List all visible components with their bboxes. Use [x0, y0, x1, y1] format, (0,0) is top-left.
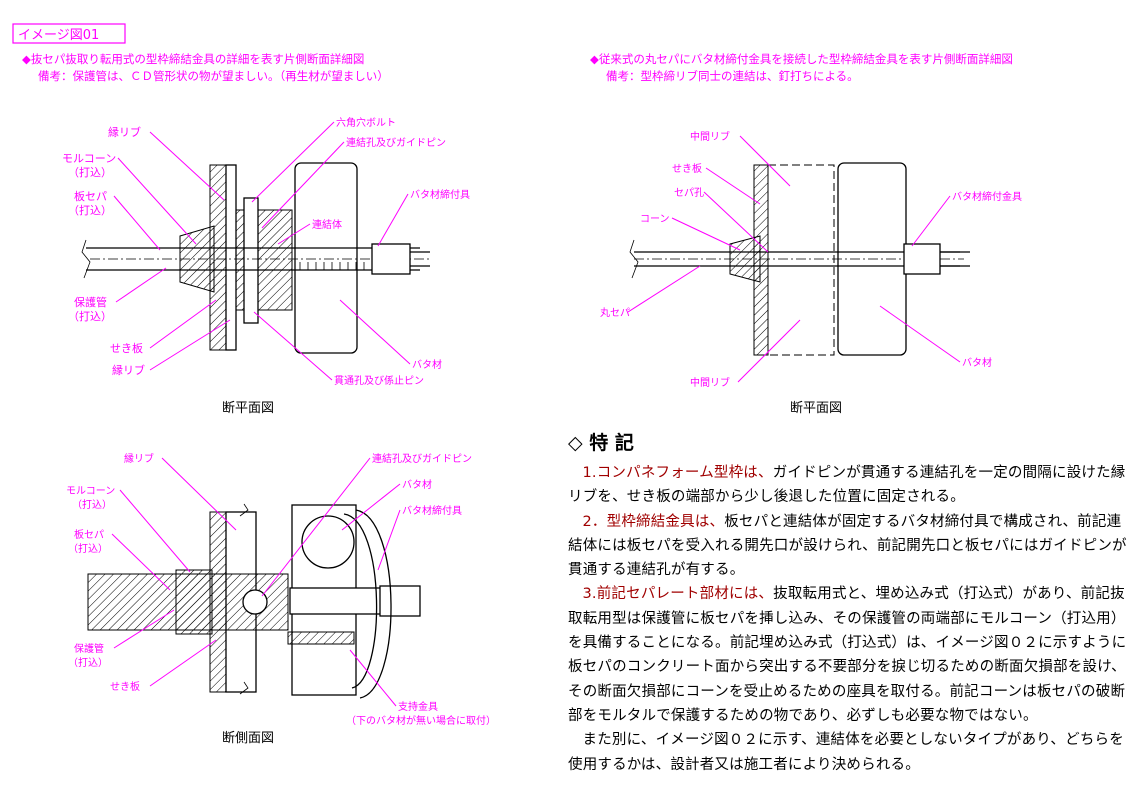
d3-label-plate-sep: 板セパ	[74, 528, 104, 541]
d2-label-mid-rib-bottom: 中間リブ	[690, 376, 730, 389]
d3-label-rib: 縁リブ	[124, 452, 154, 465]
d1-label-plate-sep-sub: （打込）	[68, 203, 112, 217]
d2-mid-rib	[767, 164, 835, 356]
d1-hex-bolt	[243, 197, 259, 324]
d3-label-bata-clamp: バタ材締付具	[402, 504, 462, 517]
feature-4: また別に、イメージ図０２に示す、連結体を必要としないタイプがあり、どちらを使用す…	[568, 728, 1130, 777]
d1-nut	[371, 243, 411, 275]
d3-bata-pipe-top	[301, 515, 355, 569]
d2-label-sep-hole: セパ孔	[674, 187, 704, 199]
d2-label-bata-clamp: バタ材締付金具	[952, 190, 1022, 203]
d3-label-mortar-cone: モルコーン	[66, 486, 115, 497]
d1-label-link-hole: 連結孔及びガイドピン	[346, 136, 446, 149]
d2-label-bata: バタ材	[962, 356, 992, 369]
right-panel-title: ◆従来式の丸セパにバタ材締付金具を接続した型枠締結金具を表す片側断面詳細図	[590, 52, 1013, 66]
d2-label-round-sep: 丸セパ	[600, 306, 630, 319]
d2-caption: 断平面図	[790, 401, 842, 416]
feature-1-heading: 1.コンパネフォーム型枠は、	[582, 465, 773, 481]
d3-label-support: 支持金具	[398, 700, 438, 713]
d3-support-bracket	[287, 631, 355, 645]
d1-label-through-hole: 貫通孔及び係止ピン	[334, 375, 424, 387]
d1-label-mortar-cone-sub: （打込）	[68, 165, 112, 179]
feature-2-heading: 2．型枠締結金具は、	[582, 513, 725, 530]
d2-label-mid-rib-top: 中間リブ	[690, 130, 730, 143]
feature-1-body: ガイドピンが貫通する連結孔を一定の間隔に設けた縁リブを、せき板の端部から少し後退…	[568, 465, 1126, 506]
feature-3: 3.前記セパレート部材には、抜取転用式と、埋め込み式（打込式）があり、前記抜取転…	[568, 582, 1130, 728]
d2-nut	[903, 243, 941, 275]
d1-label-rib-top: 縁リブ	[108, 125, 141, 139]
d3-label-plate-sep-sub: （打込）	[68, 542, 108, 555]
d1-caption: 断平面図	[222, 401, 274, 416]
d2-label-form-plate: せき板	[672, 162, 702, 175]
diagram1-plan-section: 縁リブ モルコーン （打込） 板セパ （打込） 保護管 （打込） せき板 縁リブ…	[62, 116, 470, 416]
d1-label-protect-tube-sub: （打込）	[68, 309, 112, 323]
d2-cone	[729, 235, 761, 283]
d1-label-bata: バタ材	[412, 358, 442, 371]
d1-label-connector: 連結体	[312, 218, 342, 231]
header-label-box	[12, 23, 126, 44]
diagram3-side-section: 縁リブ モルコーン （打込） 板セパ （打込） 保護管 （打込） せき板 連結孔…	[66, 452, 496, 746]
d3-label-link-hole: 連結孔及びガイドピン	[372, 452, 472, 465]
d1-label-bata-clamp: バタ材締付具	[410, 188, 470, 201]
d3-link-hole	[242, 589, 268, 615]
d3-label-protect-tube: 保護管	[74, 642, 104, 655]
feature-3-body: 抜取転用式と、埋め込み式（打込式）があり、前記抜取転用型は保護管に板セパを挿し込…	[568, 586, 1127, 724]
d3-label-form-plate: せき板	[110, 680, 140, 693]
feature-1: 1.コンパネフォーム型枠は、ガイドピンが貫通する連結孔を一定の間隔に設けた縁リブ…	[568, 461, 1130, 510]
d2-label-cone: コーン	[640, 214, 670, 225]
d3-support-curve	[343, 513, 378, 689]
d1-label-form-plate: せき板	[110, 341, 143, 355]
feature-3-heading: 3.前記セパレート部材には、	[582, 586, 774, 603]
d3-label-bata: バタ材	[402, 478, 432, 491]
right-panel-note: 備考：型枠締リブ同士の連結は、釘打ちによる。	[606, 69, 859, 83]
d3-label-support-note: （下のバタ材が無い場合に取付）	[346, 714, 496, 727]
d3-label-protect-tube-sub: （打込）	[68, 656, 108, 669]
feature-4-body: また別に、イメージ図０２に示す、連結体を必要としないタイプがあり、どちらを使用す…	[568, 732, 1124, 773]
d1-bata-pipe	[294, 162, 358, 354]
d3-nut	[379, 585, 421, 617]
d1-label-rib-bottom: 縁リブ	[112, 363, 145, 377]
header-label: イメージ図01	[18, 28, 99, 43]
features-section: ◇ 特 記 1.コンパネフォーム型枠は、ガイドピンが貫通する連結孔を一定の間隔に…	[568, 428, 1130, 777]
d3-label-mortar-cone-sub: （打込）	[72, 498, 112, 511]
d3-caption: 断側面図	[222, 731, 274, 746]
d1-label-hex-bolt: 六角穴ボルト	[336, 116, 396, 129]
d1-label-plate-sep: 板セパ	[74, 189, 107, 203]
left-panel-note: 備考：保護管は、ＣＤ管形状の物が望ましい。（再生材が望ましい）	[38, 69, 389, 83]
d1-rib	[225, 164, 237, 351]
d1-label-mortar-cone: モルコーン	[62, 152, 116, 165]
d1-label-protect-tube: 保護管	[74, 295, 107, 309]
feature-2-body: 板セパと連結体が固定するバタ材締付具で構成され、前記連結体には板セパを受入れる開…	[568, 513, 1127, 579]
d3-mortar-cone	[175, 569, 213, 635]
d1-mortar-cone	[179, 225, 215, 293]
feature-2: 2．型枠締結金具は、板セパと連結体が固定するバタ材締付具で構成され、前記連結体に…	[568, 510, 1130, 583]
left-panel-title: ◆抜セパ抜取り転用式の型枠締結金具の詳細を表す片側断面詳細図	[22, 52, 364, 66]
diagram2-plan-section: 中間リブ せき板 セパ孔 コーン 丸セパ 中間リブ バタ材締付金具 バタ材 断平…	[600, 130, 1022, 416]
features-title: ◇ 特 記	[568, 432, 634, 454]
